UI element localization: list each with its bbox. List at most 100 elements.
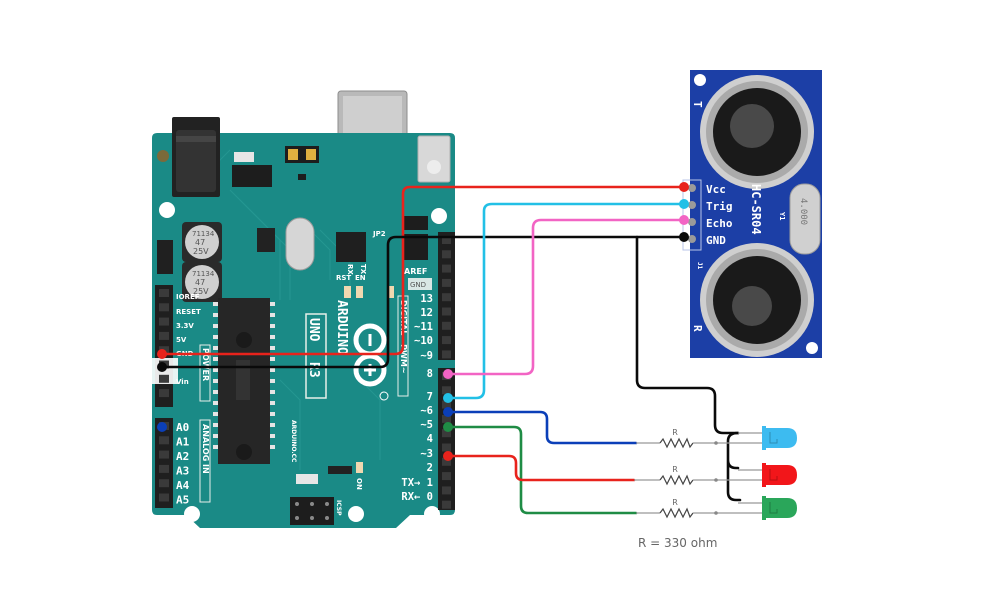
digital-pin-label: ~6	[420, 405, 433, 417]
svg-text:Y1: Y1	[778, 212, 786, 220]
svg-text:R: R	[691, 325, 704, 332]
power-pin-label: 5V	[176, 336, 187, 344]
digital-pin-label: ~10	[414, 335, 433, 347]
pin-dot-vcc	[679, 182, 689, 192]
wire-d5-to-green-led	[446, 425, 638, 515]
pin-dot-gnd	[157, 362, 167, 372]
svg-text:ICSP: ICSP	[335, 500, 342, 516]
digital-pin-label: TX→ 1	[401, 477, 433, 489]
capacitor: 71134 47 25V	[182, 262, 222, 302]
digital-pin-label: ~11	[414, 321, 433, 333]
pin-dot-sensor-gnd	[679, 232, 689, 242]
wire-d8-to-echo	[446, 218, 686, 376]
power-section-label: POWER	[201, 348, 210, 381]
svg-text:4.000: 4.000	[798, 198, 808, 225]
digital-pin-label: 13	[420, 293, 433, 305]
digital-pin-label: 12	[420, 307, 433, 319]
digital-pin-label: ~5	[420, 419, 433, 431]
wire-gnd-led-rail	[726, 431, 742, 502]
svg-text:71134: 71134	[192, 270, 215, 278]
svg-text:ON: ON	[355, 478, 363, 490]
led-icon	[762, 463, 797, 487]
mounting-hole	[184, 506, 200, 522]
mounting-hole	[159, 202, 175, 218]
resistor-icon	[659, 474, 694, 486]
analog-pin-label: A3	[176, 465, 189, 478]
sensor-pin-gnd: GND	[706, 234, 726, 247]
wire-d3-to-red-led	[446, 454, 636, 482]
atmega-chip	[213, 298, 275, 464]
resistor-value-note: R = 330 ohm	[638, 536, 717, 550]
led-branch: R	[634, 463, 797, 487]
pin-dot-d7	[443, 393, 453, 403]
power-pin-label: RESET	[176, 308, 201, 316]
resistor-icon	[659, 437, 694, 449]
digital-pin-label: ~3	[420, 448, 433, 460]
pin-dot-trig	[679, 199, 689, 209]
brand-label: ARDUINO	[334, 300, 349, 355]
mounting-hole	[157, 150, 169, 162]
digital-pin-label: 7	[427, 391, 433, 403]
svg-text:AREF: AREF	[404, 267, 427, 276]
svg-text:TX: TX	[359, 264, 367, 275]
model-label: UNO	[306, 318, 321, 342]
transmitter-transducer	[700, 75, 814, 189]
pin-dot-d3	[443, 451, 453, 461]
led-icon	[762, 426, 797, 450]
analog-pin-label: A5	[176, 494, 189, 507]
wire-5v-to-vcc	[160, 185, 686, 356]
led-icon	[762, 496, 797, 520]
resistor-label: R	[672, 428, 678, 437]
sensor-model-label: HC-SR04	[749, 184, 763, 235]
svg-text:RST: RST	[336, 274, 351, 282]
mounting-hole	[348, 506, 364, 522]
svg-text:25V: 25V	[193, 287, 209, 296]
mounting-hole	[431, 208, 447, 224]
digital-pin-label: ~9	[420, 350, 433, 362]
analog-pin-label: A1	[176, 436, 190, 449]
led-branch: R	[636, 496, 797, 520]
pin-dot-d5	[443, 422, 453, 432]
analog-pin-label: A0	[176, 421, 189, 434]
wire-gnd-to-leds	[635, 235, 740, 435]
digital-pin-label: 4	[427, 433, 433, 445]
sensor-pin-echo: Echo	[706, 217, 733, 230]
svg-text:RX: RX	[346, 264, 354, 275]
wire-d7-to-trig	[446, 202, 686, 400]
reset-button[interactable]	[417, 135, 451, 183]
model-label-box	[305, 313, 327, 399]
model-revision: R3	[306, 362, 321, 378]
resistor-label: R	[672, 498, 678, 507]
analog-pin-label: A4	[176, 479, 190, 492]
led-circuit: R R R	[634, 426, 797, 520]
svg-text:47: 47	[195, 238, 205, 247]
receiver-transducer	[700, 243, 814, 357]
digital-pin-label: 2	[427, 462, 433, 474]
pin-dot-5v	[157, 349, 167, 359]
wire-gnd-to-sensor-gnd	[160, 235, 686, 369]
svg-text:JP2: JP2	[372, 230, 386, 238]
icsp-header	[290, 497, 334, 525]
power-pin-label: IOREF	[176, 293, 200, 301]
svg-text:T: T	[691, 101, 704, 108]
pin-dot-echo	[679, 215, 689, 225]
arduino-board: 71134 47 25V 71134 47 25V JP2 RST EN RX …	[152, 90, 455, 528]
website-label: ARDUINO.CC	[290, 420, 297, 463]
svg-text:J1: J1	[696, 262, 703, 270]
svg-text:25V: 25V	[193, 247, 209, 256]
pin-dot-a0	[157, 422, 167, 432]
svg-text:EN: EN	[355, 274, 366, 282]
usb-chip	[336, 232, 366, 262]
sensor-pin-vcc: Vcc	[706, 183, 726, 196]
sensor-crystal	[789, 183, 821, 255]
power-pin-label: 3.3V	[176, 322, 194, 330]
pin-dot-d6	[443, 407, 453, 417]
analog-pin-label: A2	[176, 450, 189, 463]
hc-sr04-sensor: T R 4.000 Y1 HC-SR04 J1 Vcc Trig Echo GN…	[682, 70, 822, 358]
svg-text:71134: 71134	[192, 230, 215, 238]
capacitor: 71134 47 25V	[182, 222, 222, 262]
mounting-hole	[424, 506, 440, 522]
wire-endpoints	[157, 182, 689, 461]
resistor-icon	[659, 507, 694, 519]
